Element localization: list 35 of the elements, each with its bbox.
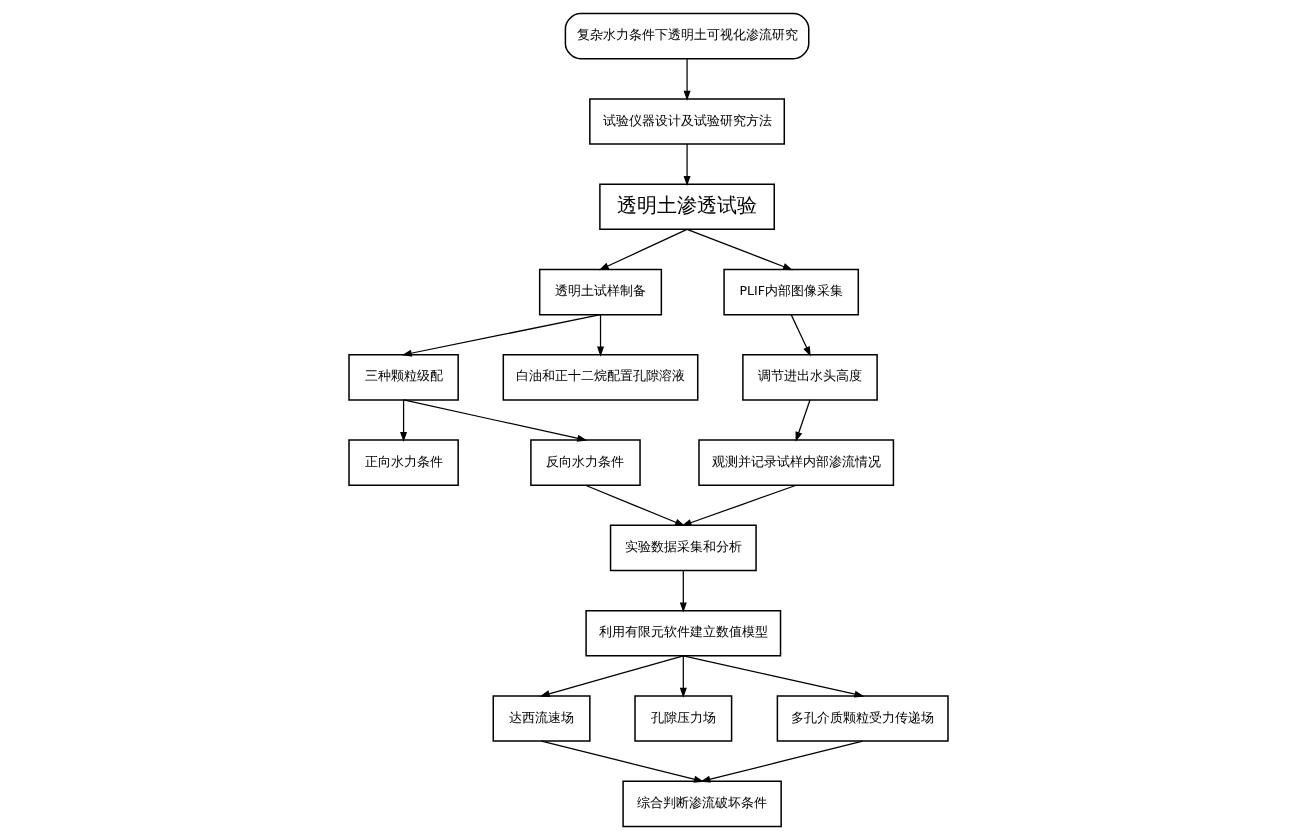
- node-box: 反向水力条件: [529, 439, 641, 486]
- node-box: 观测并记录试样内部渗流情况: [697, 439, 894, 486]
- arrow: [790, 314, 811, 357]
- node-box: 试验仪器设计及试验研究方法: [588, 98, 785, 145]
- node-box: 透明土渗透试验: [598, 183, 775, 231]
- node-box: 孔隙压力场: [633, 695, 732, 742]
- arrow: [399, 399, 407, 442]
- arrow: [402, 399, 587, 442]
- arrow: [679, 655, 687, 698]
- arrow: [685, 228, 793, 271]
- arrow: [584, 484, 685, 527]
- node-box: 调节进出水头高度: [741, 354, 878, 401]
- node-box: 透明土试样制备: [538, 268, 662, 316]
- node-box: 多孔介质颗粒受力传递场: [776, 695, 949, 742]
- arrow: [699, 740, 863, 783]
- node-box: 正向水力条件: [347, 439, 459, 486]
- node-box: 复杂水力条件下透明土可视化渗流研究: [564, 12, 809, 60]
- node-box: 综合判断渗流破坏条件: [621, 780, 782, 828]
- arrow: [681, 484, 797, 526]
- arrow: [401, 314, 601, 357]
- arrow: [539, 655, 684, 698]
- arrow: [683, 143, 691, 187]
- arrow: [795, 399, 811, 442]
- node-box: 三种颗粒级配: [347, 354, 459, 401]
- arrow: [596, 314, 604, 357]
- node-box: 利用有限元软件建立数值模型: [584, 609, 781, 657]
- arrow: [598, 228, 688, 271]
- arrow: [679, 569, 687, 613]
- node-box: 实验数据采集和分析: [609, 524, 757, 572]
- node-box: 达西流速场: [492, 695, 591, 742]
- node-box: 白油和正十二烷配置孔隙溶液: [502, 354, 698, 401]
- arrow: [682, 655, 865, 698]
- node-box: PLIF内部图像采集: [722, 268, 859, 316]
- arrow: [683, 58, 691, 101]
- arrow: [540, 740, 704, 783]
